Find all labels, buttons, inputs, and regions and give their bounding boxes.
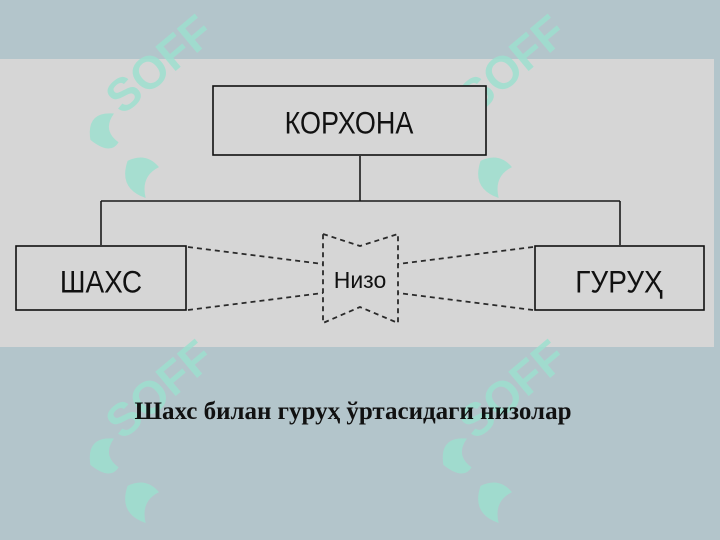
node-left-label: ШАХС <box>60 265 142 300</box>
slide-caption: Шахс билан гуруҳ ўртасидаги низолар <box>134 398 572 425</box>
node-center-label: Низо <box>334 267 387 293</box>
node-right-box <box>534 245 705 311</box>
watermark-text: SOFF <box>95 5 222 124</box>
node-left-box <box>15 245 187 311</box>
watermark-text: SOFF <box>95 330 222 449</box>
node-top-box <box>212 85 487 156</box>
node-boxes <box>15 85 705 311</box>
watermark-logo-icon <box>89 113 159 198</box>
conflict-node-box <box>322 232 399 325</box>
conflict-links <box>187 232 534 325</box>
dashed-link-left-upper <box>187 246 324 265</box>
node-top-label: КОРХОНА <box>285 107 414 141</box>
watermark-logo-icon <box>442 438 512 523</box>
dashed-link-left-lower <box>187 292 324 311</box>
watermark-text: SOFF <box>448 330 575 449</box>
dashed-link-right-upper <box>397 246 534 265</box>
watermark-logo-icon <box>89 438 159 523</box>
dashed-link-right-lower <box>397 292 534 311</box>
node-right-label: ГУРУҲ <box>575 265 663 300</box>
hierarchy-connectors <box>100 156 621 245</box>
